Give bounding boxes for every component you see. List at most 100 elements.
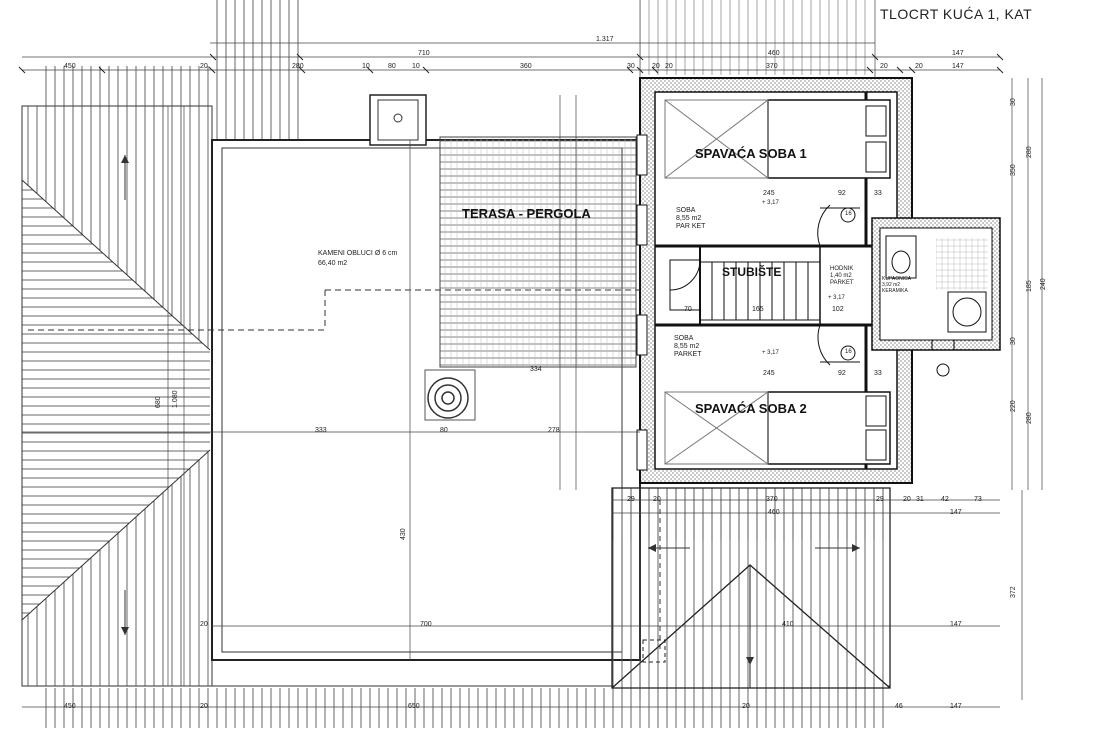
note-stones-area: 66,40 m2 bbox=[318, 260, 348, 267]
dim-20-bottom-c: 20 bbox=[200, 703, 208, 710]
note-bath-name: KUPAONICA bbox=[882, 276, 912, 282]
dim-460: 460 bbox=[768, 50, 780, 57]
note-stones-size: Ø 6 cm bbox=[374, 250, 398, 257]
note-bath-floor: KERAMIKA bbox=[882, 288, 908, 294]
dim-334: 334 bbox=[530, 366, 542, 373]
dim-20-bottom-b: 20 bbox=[903, 496, 911, 503]
dim-42: 42 bbox=[941, 496, 949, 503]
note-room-bottom-floor: PARKET bbox=[674, 351, 702, 358]
dim-80-inner: 80 bbox=[440, 427, 448, 434]
dim-33-top: 33 bbox=[874, 190, 882, 197]
note-stones-title: KAMENI OBLUCI bbox=[318, 250, 373, 257]
dim-20-top-a: 20 bbox=[200, 63, 208, 70]
elevation-top: + 3,17 bbox=[762, 200, 779, 206]
room-label-bedroom-2: SPAVAĆA SOBA 2 bbox=[695, 401, 807, 416]
dim-165: 165 bbox=[752, 306, 764, 313]
left-roof bbox=[21, 66, 213, 687]
pergola bbox=[424, 136, 637, 421]
bottom-roof-strip bbox=[22, 685, 890, 728]
dim-20-top-d: 20 bbox=[880, 63, 888, 70]
dim-20-top-b: 20 bbox=[652, 63, 660, 70]
dim-147-top: 147 bbox=[952, 50, 964, 57]
room-label-stairs: STUBIŠTE bbox=[722, 265, 782, 279]
stair-step-count-bottom: 16 bbox=[845, 349, 852, 355]
dim-370-bottom: 370 bbox=[766, 496, 778, 503]
dim-700: 700 bbox=[420, 621, 432, 628]
note-room-top-floor: PAR KET bbox=[676, 223, 706, 230]
dim-20-bottom-a: 20 bbox=[653, 496, 661, 503]
dim-20-mid: 20 bbox=[200, 621, 208, 628]
dim-350-right: 350 bbox=[1010, 164, 1017, 176]
dim-20-bottom-d: 20 bbox=[742, 703, 750, 710]
dim-410: 410 bbox=[782, 621, 794, 628]
bed-1 bbox=[664, 99, 891, 179]
dim-70: 70 bbox=[684, 306, 692, 313]
dimension-lines bbox=[22, 0, 1043, 708]
dim-30-right-a: 30 bbox=[1010, 98, 1017, 106]
dim-450-bottom: 450 bbox=[64, 703, 76, 710]
note-hall-name: HODNIK bbox=[830, 266, 854, 272]
room-label-bedroom-1: SPAVAĆA SOBA 1 bbox=[695, 146, 807, 161]
note-hall-floor: PARKET bbox=[830, 280, 854, 286]
dim-460-bottom: 460 bbox=[768, 509, 780, 516]
note-stones: KAMENI OBLUCI Ø 6 cm bbox=[318, 250, 397, 258]
dim-185-right: 185 bbox=[1026, 280, 1033, 292]
dim-650: 650 bbox=[408, 703, 420, 710]
dim-372-right: 372 bbox=[1010, 586, 1017, 598]
elevation-bottom: + 3,17 bbox=[762, 350, 779, 356]
dim-147-bottom-b: 147 bbox=[950, 703, 962, 710]
dim-147-bottom: 147 bbox=[950, 509, 962, 516]
dim-30-top: 30 bbox=[627, 63, 635, 70]
dim-360-top: 360 bbox=[520, 63, 532, 70]
dim-1317: 1.317 bbox=[596, 36, 614, 43]
dim-10-top-b: 10 bbox=[412, 63, 420, 70]
note-hall-area: 1,40 m2 bbox=[830, 273, 852, 279]
dim-46: 46 bbox=[895, 703, 903, 710]
stairs bbox=[699, 207, 856, 361]
bathroom-fixtures bbox=[885, 235, 988, 377]
dim-278: 278 bbox=[548, 427, 560, 434]
dim-680-vertical: 680 bbox=[155, 396, 162, 408]
dim-102: 102 bbox=[832, 306, 844, 313]
dim-20-top-e: 20 bbox=[915, 63, 923, 70]
dim-29-bottom: 29 bbox=[627, 496, 635, 503]
dim-430-vertical: 430 bbox=[400, 528, 407, 540]
dim-92-top: 92 bbox=[838, 190, 846, 197]
dim-245-top: 245 bbox=[763, 190, 775, 197]
dim-20-top-c: 20 bbox=[665, 63, 673, 70]
dim-10-top-a: 10 bbox=[362, 63, 370, 70]
dim-147-top-b: 147 bbox=[952, 63, 964, 70]
dim-370-top: 370 bbox=[766, 63, 778, 70]
bed-2 bbox=[664, 391, 891, 465]
elevation-hall: + 3,17 bbox=[828, 295, 845, 301]
dim-33-bottom: 33 bbox=[874, 370, 882, 377]
dim-147-mid: 147 bbox=[950, 621, 962, 628]
dim-280-right-b: 280 bbox=[1026, 412, 1033, 424]
dim-80-top: 80 bbox=[388, 63, 396, 70]
dim-1080-vertical: 1.080 bbox=[172, 390, 179, 408]
stair-step-count-top: 16 bbox=[845, 211, 852, 217]
dim-92-bottom: 92 bbox=[838, 370, 846, 377]
room-label-terrace: TERASA - PERGOLA bbox=[462, 206, 591, 221]
right-roof bbox=[611, 487, 891, 689]
dim-245-bottom: 245 bbox=[763, 370, 775, 377]
dim-73: 73 bbox=[974, 496, 982, 503]
dim-30-right-b: 30 bbox=[1010, 337, 1017, 345]
dim-31: 31 bbox=[916, 496, 924, 503]
note-room-top-area: 8,55 m2 bbox=[676, 215, 702, 222]
note-bath-area: 3,92 m2 bbox=[882, 282, 901, 288]
dim-220-right: 220 bbox=[1010, 400, 1017, 412]
dim-710: 710 bbox=[418, 50, 430, 57]
dim-29-bottom-b: 29 bbox=[876, 496, 884, 503]
note-room-top-name: SOBA bbox=[676, 207, 696, 214]
note-room-bottom-area: 8,55 m2 bbox=[674, 343, 700, 350]
dimension-ticks bbox=[18, 53, 1004, 74]
dim-450-top: 450 bbox=[64, 63, 76, 70]
note-room-bottom-name: SOBA bbox=[674, 335, 694, 342]
dim-280-right: 280 bbox=[1026, 146, 1033, 158]
dim-280-top: 280 bbox=[292, 63, 304, 70]
plan-title: TLOCRT KUĆA 1, KAT bbox=[880, 6, 1033, 22]
dim-333: 333 bbox=[315, 427, 327, 434]
dim-240-right: 240 bbox=[1040, 278, 1047, 290]
